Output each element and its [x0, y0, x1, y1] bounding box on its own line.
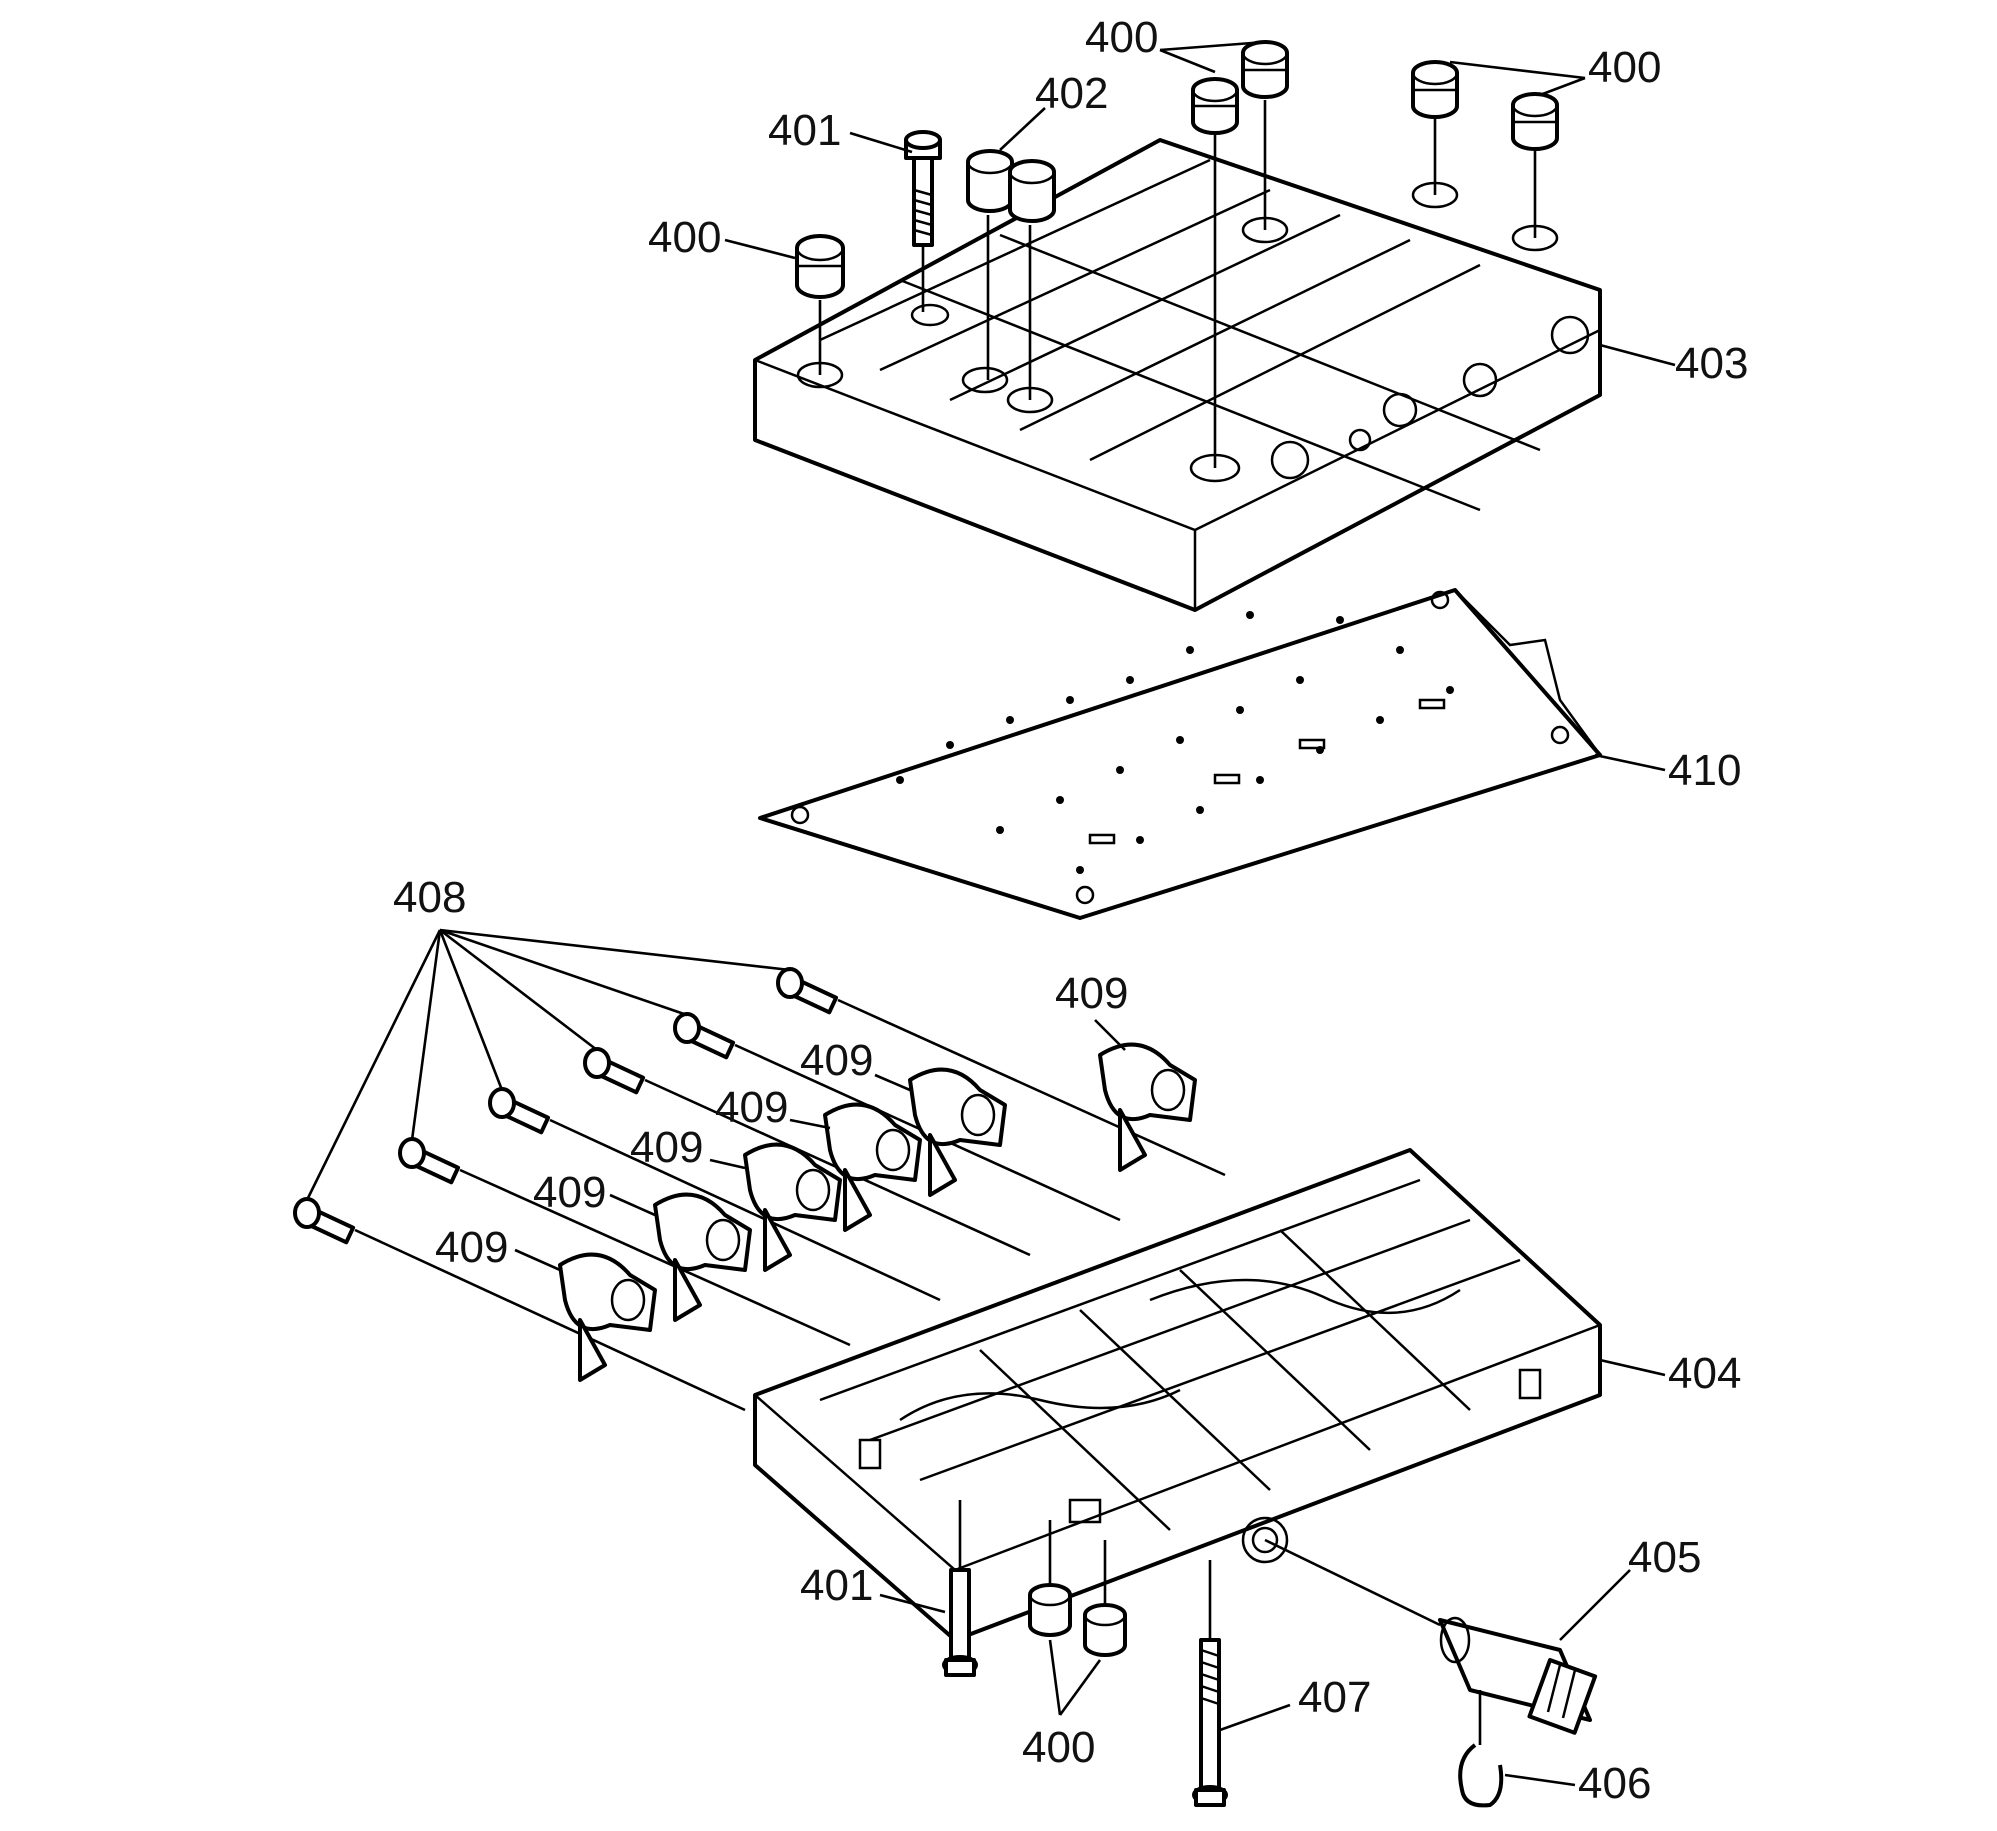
- callout-409-c: 409: [715, 1083, 788, 1132]
- filter-screen: [1511, 92, 1559, 238]
- callout-406: 406: [1578, 1759, 1651, 1808]
- shift-solenoids: [558, 1042, 1197, 1382]
- callout-409-a: 409: [1055, 969, 1128, 1018]
- callout-404: 404: [1668, 1349, 1741, 1398]
- callout-402: 402: [1035, 69, 1108, 118]
- callout-401-top: 401: [768, 106, 841, 155]
- callout-labels: 400 400 400 401 402 403 410 408 409 409 …: [393, 13, 1748, 1808]
- filter-screen: [1411, 60, 1459, 195]
- upper-filter-screens: [795, 40, 1559, 468]
- bolt: [776, 967, 1226, 1177]
- long-bolt: [1192, 1560, 1228, 1807]
- lower-filter-screens: [1028, 1520, 1127, 1657]
- callout-408: 408: [393, 873, 466, 922]
- callout-407: 407: [1298, 1673, 1371, 1722]
- bolt: [293, 1197, 746, 1412]
- solenoid: [1098, 1042, 1197, 1172]
- filter-screen: [1241, 40, 1289, 230]
- double-filter-seal: [966, 149, 1056, 400]
- callout-410: 410: [1668, 746, 1741, 795]
- callout-409-f: 409: [435, 1223, 508, 1272]
- callout-400-top-right: 400: [1588, 43, 1661, 92]
- spacer-plate: [758, 588, 1602, 920]
- solenoid: [653, 1192, 752, 1322]
- solenoid: [743, 1142, 842, 1272]
- callout-409-b: 409: [800, 1036, 873, 1085]
- solenoid: [558, 1252, 657, 1382]
- pressure-control-solenoid: [1264, 1538, 1598, 1735]
- solenoid: [908, 1067, 1007, 1197]
- filter-screen: [795, 234, 845, 375]
- retainer-clip: [1458, 1690, 1504, 1808]
- callout-403: 403: [1675, 339, 1748, 388]
- bolt: [398, 1137, 851, 1347]
- callout-409-d: 409: [630, 1123, 703, 1172]
- filter-screen: [1191, 77, 1239, 468]
- upper-bolt: [904, 130, 942, 312]
- callout-409-e: 409: [533, 1168, 606, 1217]
- solenoid-bolts: [293, 967, 1226, 1412]
- callout-400-bottom: 400: [1022, 1723, 1095, 1772]
- callout-400-left: 400: [648, 213, 721, 262]
- upper-valve-body: [753, 138, 1602, 612]
- callout-400-top-center: 400: [1085, 13, 1158, 62]
- lower-valve-body: [753, 1148, 1602, 1642]
- callout-405: 405: [1628, 1533, 1701, 1582]
- solenoid: [823, 1102, 922, 1232]
- lower-bolt: [942, 1500, 978, 1677]
- leader-lines: [305, 40, 1676, 1787]
- callout-401-bottom: 401: [800, 1561, 873, 1610]
- bolt: [488, 1087, 941, 1302]
